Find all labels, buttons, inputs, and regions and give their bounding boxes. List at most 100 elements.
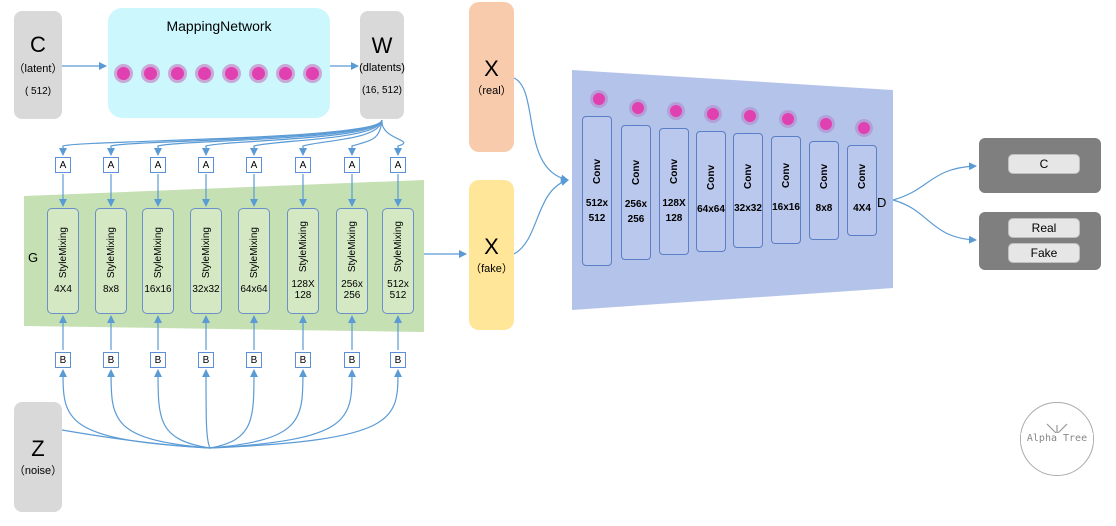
conv-node bbox=[590, 90, 608, 108]
mapping-node bbox=[222, 64, 241, 83]
style-a-box: A bbox=[103, 157, 119, 173]
conv-res: 64x64 bbox=[697, 203, 725, 215]
conv-label: Conv bbox=[630, 160, 642, 185]
stylemixing-label: StyleMixing bbox=[346, 221, 358, 273]
conv-label: Conv bbox=[818, 163, 830, 189]
stylemixing-res: 4X4 bbox=[54, 284, 72, 296]
conv-block: Conv 64x64 bbox=[696, 131, 726, 252]
conv-res: 128X bbox=[662, 198, 686, 209]
stylemixing-label: StyleMixing bbox=[57, 226, 69, 279]
conv-label: Conv bbox=[591, 158, 603, 184]
style-a-box: A bbox=[295, 157, 311, 173]
mapping-node bbox=[249, 64, 268, 83]
w-to-a-arrow bbox=[107, 119, 383, 156]
z-trunk-line bbox=[61, 429, 211, 449]
noise-b-box: B bbox=[55, 352, 71, 368]
conv-res2: 256 bbox=[627, 214, 645, 225]
style-a-box: A bbox=[344, 157, 360, 173]
conv-label: Conv bbox=[668, 159, 680, 184]
z-to-b-arrow bbox=[154, 369, 211, 449]
x-real-box: X （real） bbox=[469, 2, 514, 152]
dlatents-w-label: (dlatents) bbox=[359, 61, 405, 74]
mapping-node bbox=[276, 64, 295, 83]
z-to-b-arrow bbox=[209, 369, 402, 449]
conv-res2: 128 bbox=[665, 213, 683, 224]
generator-label: G bbox=[28, 250, 39, 265]
x-real-label: （real） bbox=[471, 84, 512, 97]
conv-node bbox=[817, 115, 835, 133]
stylemixing-label: StyleMixing bbox=[152, 226, 164, 279]
z-to-b-arrow bbox=[107, 369, 211, 449]
conv-block: Conv 128X 128 bbox=[659, 128, 689, 255]
alpha-tree-text: Alpha Tree bbox=[1021, 433, 1093, 444]
latent-c-label: （latent） bbox=[13, 62, 63, 75]
stylemixing-res2: 512 bbox=[389, 289, 407, 301]
alpha-tree-logo: Alpha Tree bbox=[1020, 402, 1094, 476]
conv-res: 32x32 bbox=[734, 202, 762, 214]
mapping-network-box: MappingNetwork bbox=[108, 8, 330, 118]
style-a-box: A bbox=[150, 157, 166, 173]
conv-node bbox=[704, 105, 722, 123]
noise-b-box: B bbox=[246, 352, 262, 368]
stylemixing-label: StyleMixing bbox=[248, 226, 260, 279]
stylemixing-res: 128X bbox=[291, 278, 315, 290]
class-output-box: C bbox=[979, 138, 1101, 193]
stylemixing-res: 64x64 bbox=[240, 284, 268, 296]
latent-c-box: C （latent） ( 512) bbox=[14, 11, 62, 119]
x-real-letter: X bbox=[484, 55, 499, 81]
conv-block: Conv 4X4 bbox=[847, 145, 877, 236]
mapping-node bbox=[195, 64, 214, 83]
style-a-box: A bbox=[198, 157, 214, 173]
stylemixing-res: 8x8 bbox=[102, 284, 120, 296]
mapping-node bbox=[303, 64, 322, 83]
stylemixing-label: StyleMixing bbox=[105, 226, 117, 279]
conv-res: 256x bbox=[624, 199, 648, 210]
conv-node bbox=[629, 99, 647, 117]
conv-node bbox=[855, 119, 873, 137]
stylemixing-label: StyleMixing bbox=[200, 226, 212, 279]
noise-b-box: B bbox=[103, 352, 119, 368]
w-to-a-arrow bbox=[154, 119, 383, 156]
class-output-pill: C bbox=[1008, 154, 1080, 174]
stylemixing-block: StyleMixing 4X4 bbox=[47, 208, 79, 314]
stylemixing-res: 16x16 bbox=[144, 284, 172, 296]
mapping-node bbox=[141, 64, 160, 83]
conv-node bbox=[741, 107, 759, 125]
d-to-realfake-arrow bbox=[892, 199, 977, 244]
dlatents-w-box: W (dlatents) (16, 512) bbox=[359, 11, 405, 119]
conv-node bbox=[779, 110, 797, 128]
conv-label: Conv bbox=[705, 164, 717, 190]
noise-z-box: Z （noise） bbox=[14, 402, 62, 512]
z-to-b-arrow bbox=[59, 369, 211, 449]
real-to-d-arrow bbox=[513, 77, 569, 183]
conv-label: Conv bbox=[856, 163, 868, 189]
w-to-a-arrow bbox=[250, 119, 383, 156]
conv-res: 512x bbox=[585, 197, 609, 209]
stylemixing-label: StyleMixing bbox=[392, 221, 404, 273]
z-to-b-arrow bbox=[209, 369, 307, 449]
x-fake-label: （fake） bbox=[470, 262, 513, 275]
style-a-box: A bbox=[55, 157, 71, 173]
stylemixing-res: 32x32 bbox=[192, 284, 220, 296]
w-to-a-arrow bbox=[348, 119, 383, 156]
noise-b-box: B bbox=[150, 352, 166, 368]
noise-z-label: （noise） bbox=[13, 464, 63, 477]
mapping-network-title: MappingNetwork bbox=[166, 18, 272, 34]
noise-b-box: B bbox=[390, 352, 406, 368]
conv-res: 4X4 bbox=[853, 202, 871, 214]
stylemixing-res: 256x bbox=[341, 278, 363, 290]
latent-c-dims: ( 512) bbox=[24, 85, 52, 97]
stylemixing-res2: 256 bbox=[343, 289, 361, 301]
stylemixing-block: StyleMixing 64x64 bbox=[238, 208, 270, 314]
stylemixing-res2: 128 bbox=[294, 289, 312, 301]
noise-b-box: B bbox=[295, 352, 311, 368]
w-to-a-arrow bbox=[299, 119, 383, 156]
x-fake-letter: X bbox=[484, 233, 499, 259]
